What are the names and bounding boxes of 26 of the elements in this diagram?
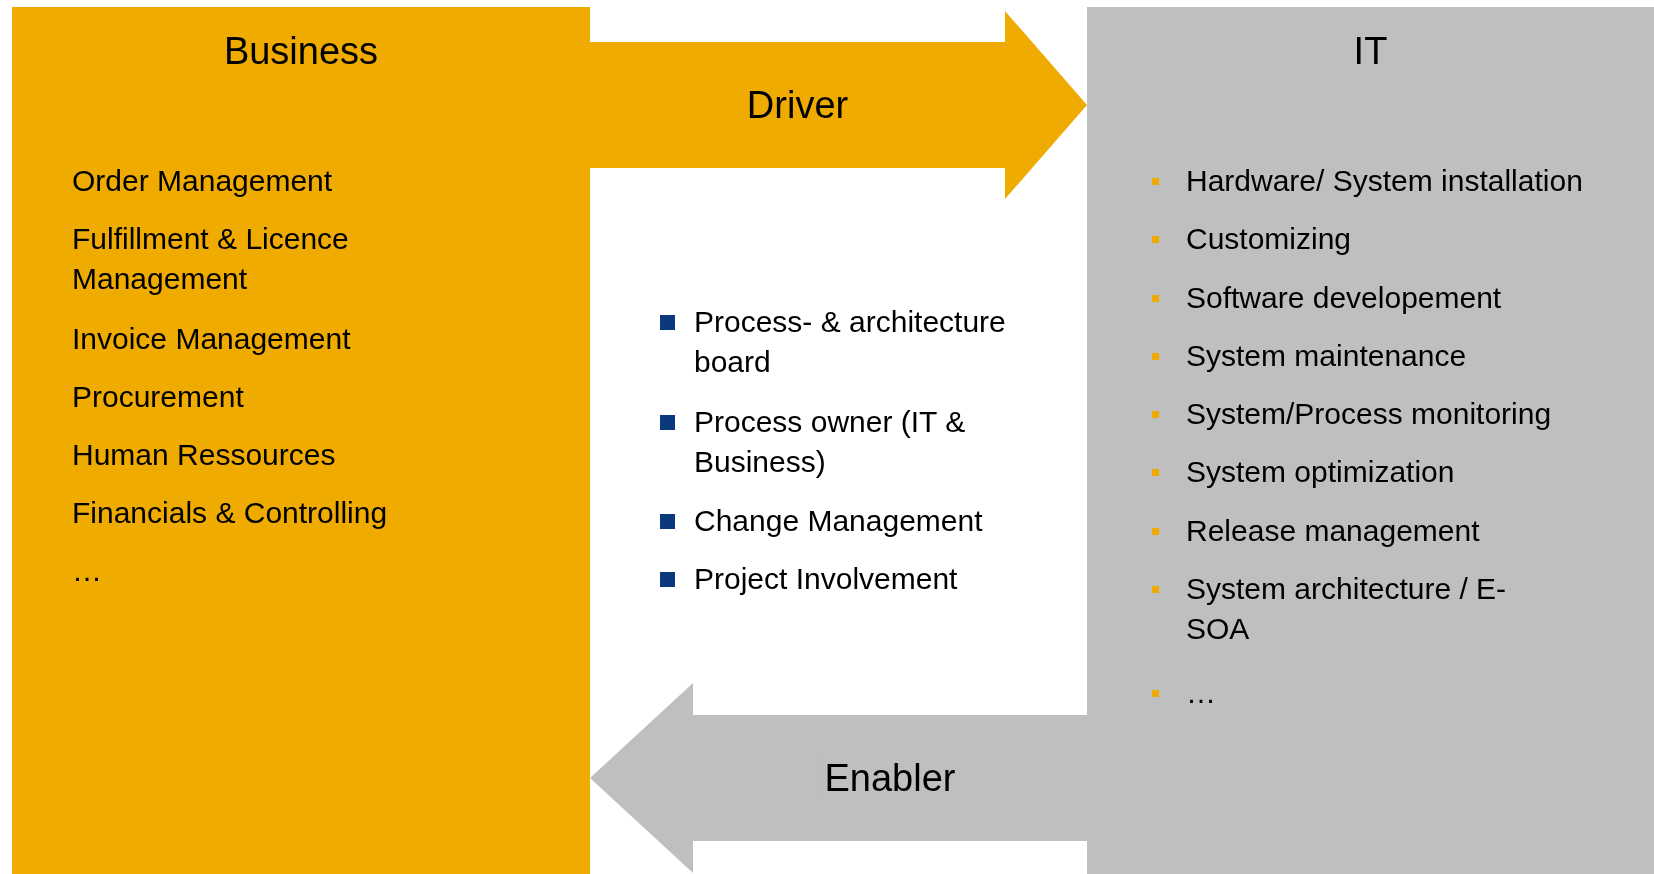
panel-heading: Business: [222, 29, 380, 73]
list-item: Software developement: [1152, 278, 1652, 318]
list-item: Human Ressources: [72, 437, 337, 473]
list-item: Customizing: [1152, 219, 1652, 259]
panel-heading: IT: [1352, 29, 1389, 73]
list-item: Order Management: [72, 163, 334, 199]
list-item: System maintenance: [1152, 336, 1652, 376]
list-item: Invoice Management: [72, 321, 352, 357]
list-item: System optimization: [1152, 452, 1652, 492]
category-panel: [12, 7, 590, 874]
list-item: Fulfillment & Licence Management: [72, 221, 350, 297]
list-item: …: [1152, 673, 1652, 713]
list-item: Process owner (IT & Business): [660, 402, 1040, 482]
list-item: Procurement: [72, 379, 245, 415]
list-item: Process- & architecture board: [660, 302, 1040, 382]
list-item: Financials & Controlling: [72, 495, 389, 531]
category-panel: [1087, 7, 1654, 874]
list-item: Project Involvement: [660, 559, 1040, 599]
list-item: …: [72, 553, 103, 589]
list-item: System architecture / E-SOA: [1152, 569, 1532, 649]
list-item: Change Management: [660, 501, 1040, 541]
block-arrow: [590, 683, 1087, 873]
list-item: System/Process monitoring: [1152, 394, 1652, 434]
list-item: Hardware/ System installation: [1152, 161, 1652, 201]
block-arrow: [590, 11, 1087, 199]
list-item: Release management: [1152, 511, 1652, 551]
